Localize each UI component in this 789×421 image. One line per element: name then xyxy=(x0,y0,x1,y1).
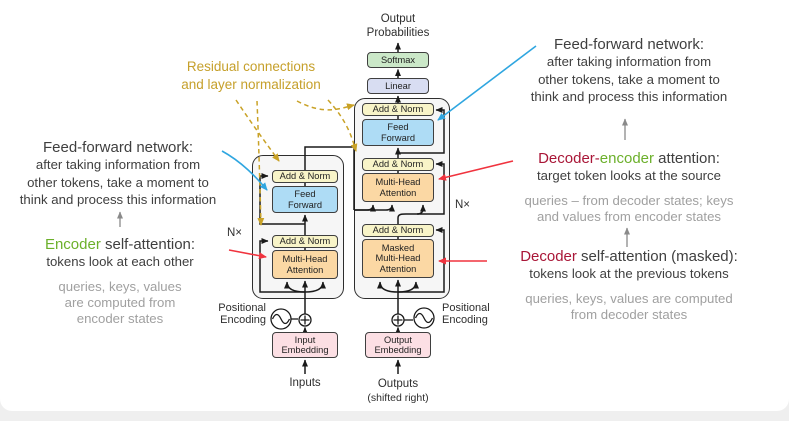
decoder-addnorm-bottom-box: Add & Norm xyxy=(362,224,434,237)
encoder-self-attention-note: queries, keys, values are computed from … xyxy=(58,278,182,326)
decoder-repeat-label: N× xyxy=(455,199,471,211)
linear-box: Linear xyxy=(367,78,429,94)
encoder-addnorm-bottom-box: Add & Norm xyxy=(272,235,338,248)
softmax-box: Softmax xyxy=(367,52,429,68)
ffn-annotation-left: Feed-forward network: after taking infor… xyxy=(19,139,217,207)
feed-forward-annotation-arrows xyxy=(221,45,537,191)
plus-circle-icon-right xyxy=(391,313,405,327)
attention-annotation-arrows xyxy=(228,160,514,265)
outputs-shifted-note: (shifted right) xyxy=(367,392,429,404)
encoder-word: Encoder xyxy=(44,236,101,253)
decoder-addnorm-mid-box: Add & Norm xyxy=(362,158,434,171)
decoder-word: Decoder- xyxy=(538,150,600,167)
ffn-annotation-right: Feed-forward network: after taking infor… xyxy=(530,36,728,104)
outputs-label: Outputs (shifted right) xyxy=(358,377,438,405)
encoder-self-attention-annotation: Encoder self-attention: tokens look at e… xyxy=(0,236,240,327)
positional-encoding-label-left: Positional Encoding xyxy=(218,302,266,326)
encoder-repeat-label: N× xyxy=(226,227,242,239)
inputs-label: Inputs xyxy=(289,377,321,389)
positional-encoding-label-right: Positional Encoding xyxy=(442,302,490,326)
positional-encoding-icon-left xyxy=(270,308,298,330)
output-probabilities-label: Output Probabilities xyxy=(366,13,430,39)
residual-annotation-arrows xyxy=(235,99,358,226)
decoder-encoder-attention-annotation: Decoder-encoder attention: target token … xyxy=(500,150,758,225)
encoder-addnorm-top-box: Add & Norm xyxy=(272,170,338,183)
positional-encoding-icon-right xyxy=(404,307,435,329)
decoder-addnorm-top-box: Add & Norm xyxy=(362,103,434,116)
plus-circle-icon-left xyxy=(298,313,312,327)
decoder-encoder-attention-note: queries – from decoder states; keys and … xyxy=(524,192,734,224)
decoder-self-attention-note: queries, keys, values are computed from … xyxy=(525,290,733,322)
encoder-word: encoder xyxy=(599,150,655,167)
decoder-self-attention-annotation: Decoder self-attention (masked): tokens … xyxy=(495,248,763,323)
note-up-arrows xyxy=(117,118,630,247)
encoder-flow-lines xyxy=(259,146,395,374)
residual-connections-annotation: Residual connections and layer normaliza… xyxy=(181,59,321,92)
decoder-word: Decoder xyxy=(520,248,577,265)
